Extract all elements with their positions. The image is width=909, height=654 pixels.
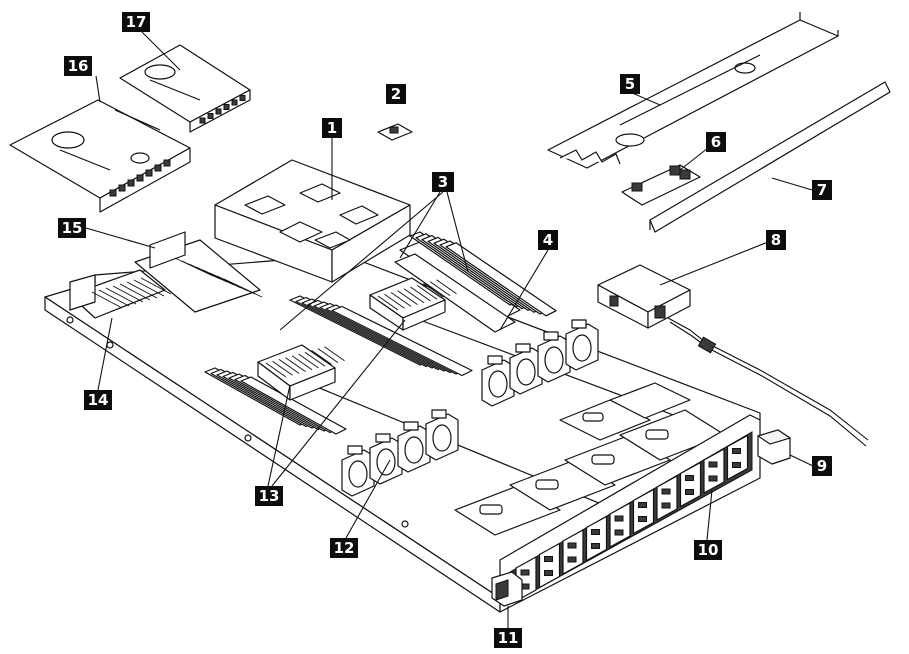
svg-text:16: 16 [68,57,89,75]
svg-text:15: 15 [62,219,83,237]
svg-text:7: 7 [817,181,827,199]
fan-modules-upper [481,319,599,407]
svg-text:4: 4 [543,231,553,249]
svg-text:13: 13 [259,487,280,505]
callout-3: 3 [432,172,454,192]
callout-6: 6 [706,132,726,152]
riser-left-fins [91,277,172,309]
callout-12: 12 [330,538,358,558]
svg-text:11: 11 [498,629,519,647]
rack-latch-right [756,429,792,465]
air-baffle [214,159,411,283]
callout-2: 2 [386,84,406,104]
cover-plate [547,12,839,169]
dimm-modules [204,231,557,435]
callout-1: 1 [322,118,342,138]
callout-15: 15 [58,218,86,238]
callout-16: 16 [64,56,92,76]
callout-14: 14 [84,390,112,410]
drive-grid [515,434,749,602]
riser-cage-17 [119,44,251,133]
callout-13: 13 [255,486,283,506]
small-module [377,123,413,141]
pcie-riser-left [69,269,172,319]
callout-8: 8 [766,230,786,250]
front-drive-panel [499,414,761,613]
riser-cage-16 [9,99,191,213]
svg-text:10: 10 [698,541,719,559]
callout-11: 11 [494,628,522,648]
interface-board [621,164,701,206]
svg-text:8: 8 [771,231,781,249]
riser-cage-16-connector [109,159,171,197]
callout-7: 7 [812,180,832,200]
riser-cage-17-connector [199,95,246,124]
svg-text:1: 1 [327,119,337,137]
leader-lines [85,31,814,628]
drive-bay-slots [454,382,726,536]
svg-text:12: 12 [334,539,355,557]
heatsink-lower [257,344,345,401]
svg-text:3: 3 [438,173,448,191]
svg-text:9: 9 [817,457,827,475]
svg-text:14: 14 [88,391,109,409]
fan-modules-lower [341,409,459,497]
svg-text:5: 5 [625,75,635,93]
svg-text:17: 17 [126,13,147,31]
callout-4: 4 [538,230,558,250]
cable-module [597,264,869,447]
svg-text:6: 6 [711,133,721,151]
callout-5: 5 [620,74,640,94]
riser-rear-fins [174,257,263,298]
side-rail [649,81,891,233]
svg-text:2: 2 [391,85,401,103]
heatsink-upper-fins [377,279,457,311]
callout-9: 9 [812,456,832,476]
pcie-riser-rear [134,231,263,313]
rack-latch-left [491,571,523,607]
heatsink-lower-fins [265,346,345,378]
callout-10: 10 [694,540,722,560]
callout-17: 17 [122,12,150,32]
heatsink-upper [369,277,457,331]
